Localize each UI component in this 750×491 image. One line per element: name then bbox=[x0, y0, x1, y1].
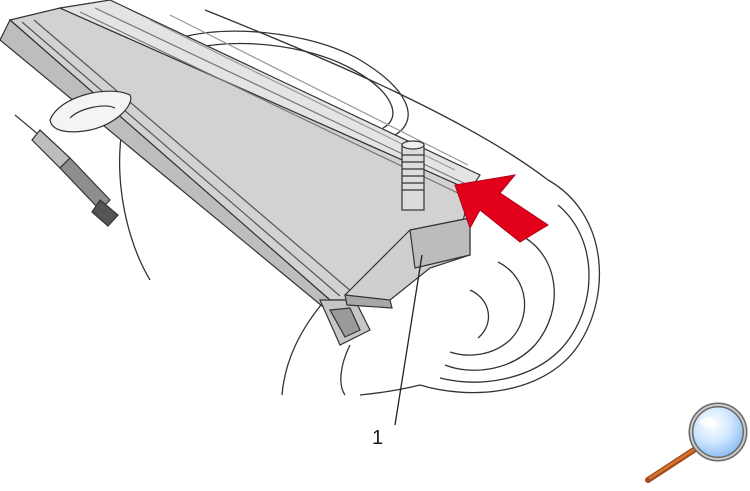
drum-outline bbox=[204, 9, 600, 396]
threaded-stud bbox=[401, 140, 425, 211]
callout-label-1: 1 bbox=[372, 427, 384, 449]
rail-end bbox=[319, 299, 371, 346]
end-stop-part bbox=[344, 217, 471, 309]
zoom-button[interactable] bbox=[638, 400, 750, 486]
cable-connector bbox=[14, 114, 119, 227]
direction-arrow bbox=[454, 174, 549, 243]
strap-clip bbox=[49, 90, 132, 133]
magnifier-icon bbox=[645, 402, 748, 483]
callout-leader-line bbox=[394, 254, 423, 426]
